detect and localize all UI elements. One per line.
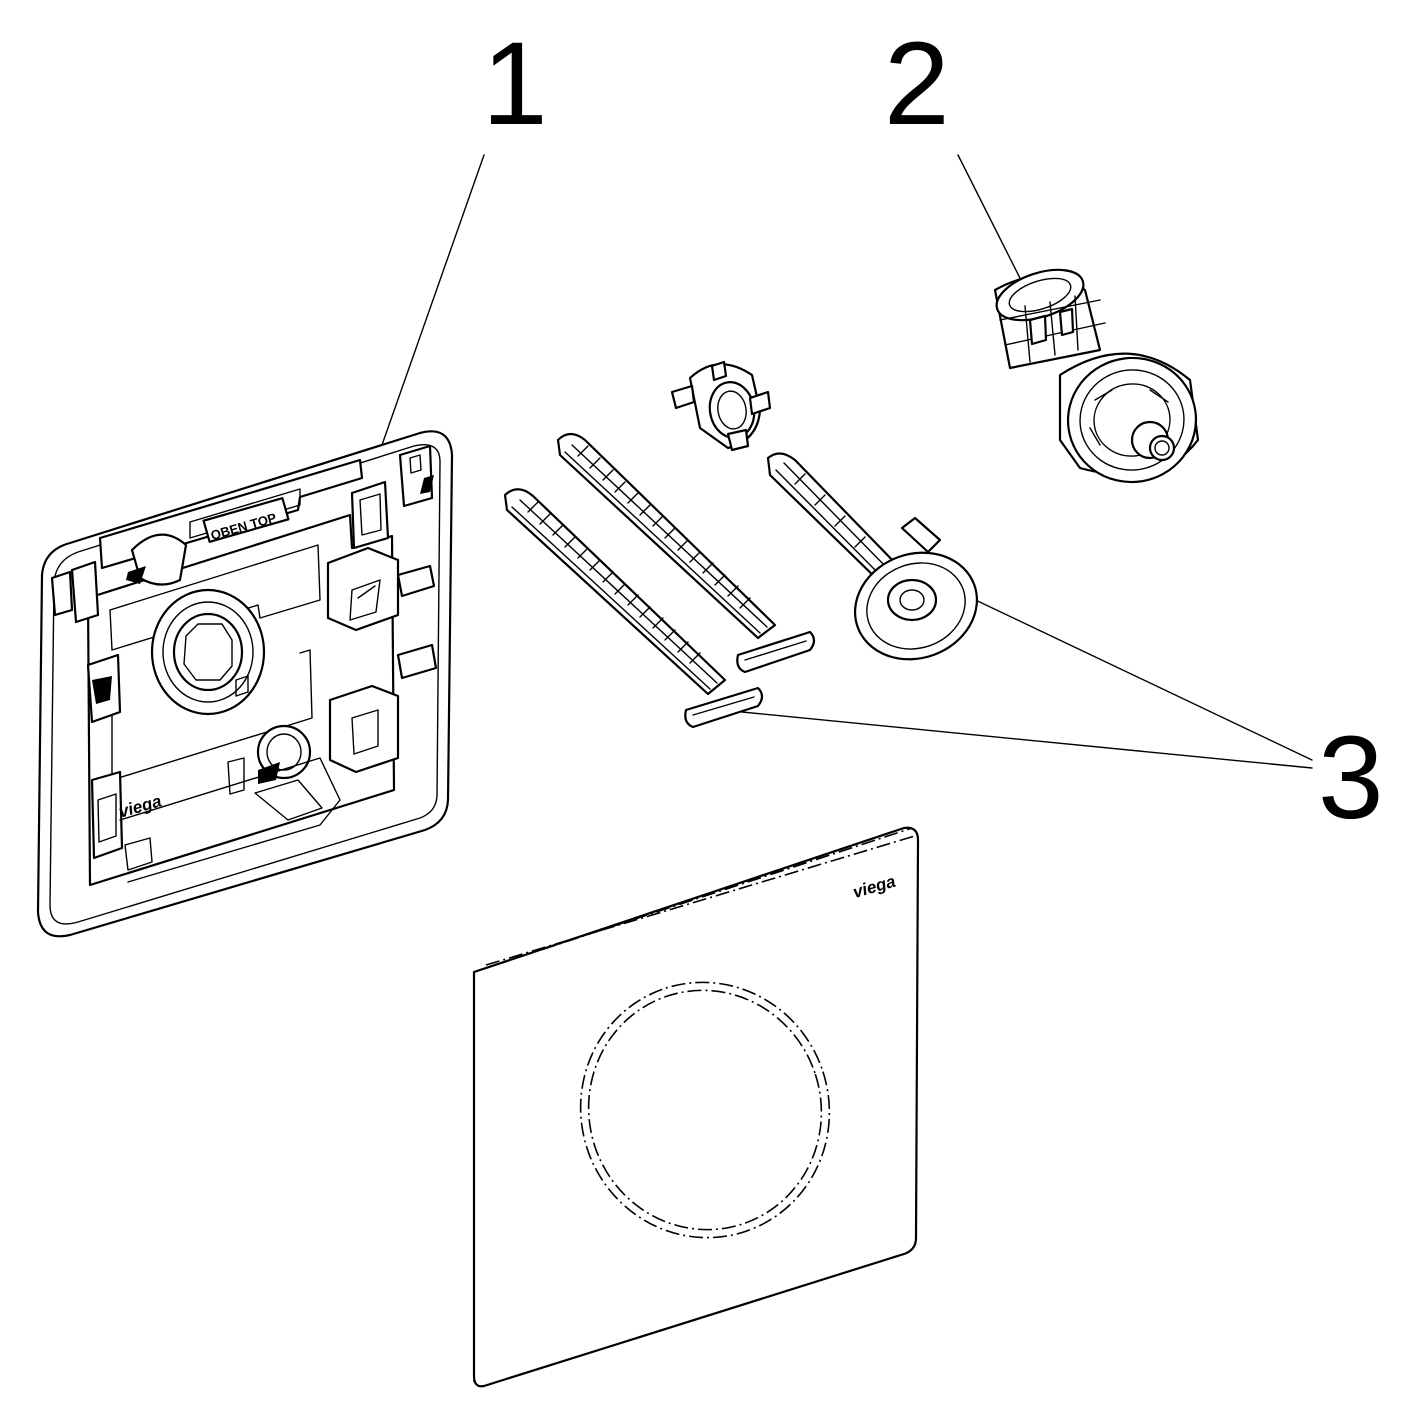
callout-number-2: 2	[884, 18, 950, 150]
leader-line-2	[957, 154, 1031, 299]
spacer-sleeve-icon	[766, 452, 979, 661]
cover-plate-icon: viega	[472, 826, 920, 1388]
mounting-frame-icon: OBEN TOP	[36, 430, 454, 938]
leader-line-1	[375, 154, 485, 463]
leader-line-3a	[964, 594, 1313, 761]
callout-number-1: 1	[482, 18, 548, 150]
leader-line-3b	[741, 711, 1313, 769]
callout-number-3: 3	[1318, 712, 1384, 844]
adapter-clip-icon	[670, 360, 772, 452]
flush-actuator-cartridge-icon	[993, 268, 1200, 484]
leader-lines	[375, 154, 1313, 769]
fixing-screw-icon	[503, 488, 764, 729]
fixing-screw-icon	[556, 432, 816, 674]
